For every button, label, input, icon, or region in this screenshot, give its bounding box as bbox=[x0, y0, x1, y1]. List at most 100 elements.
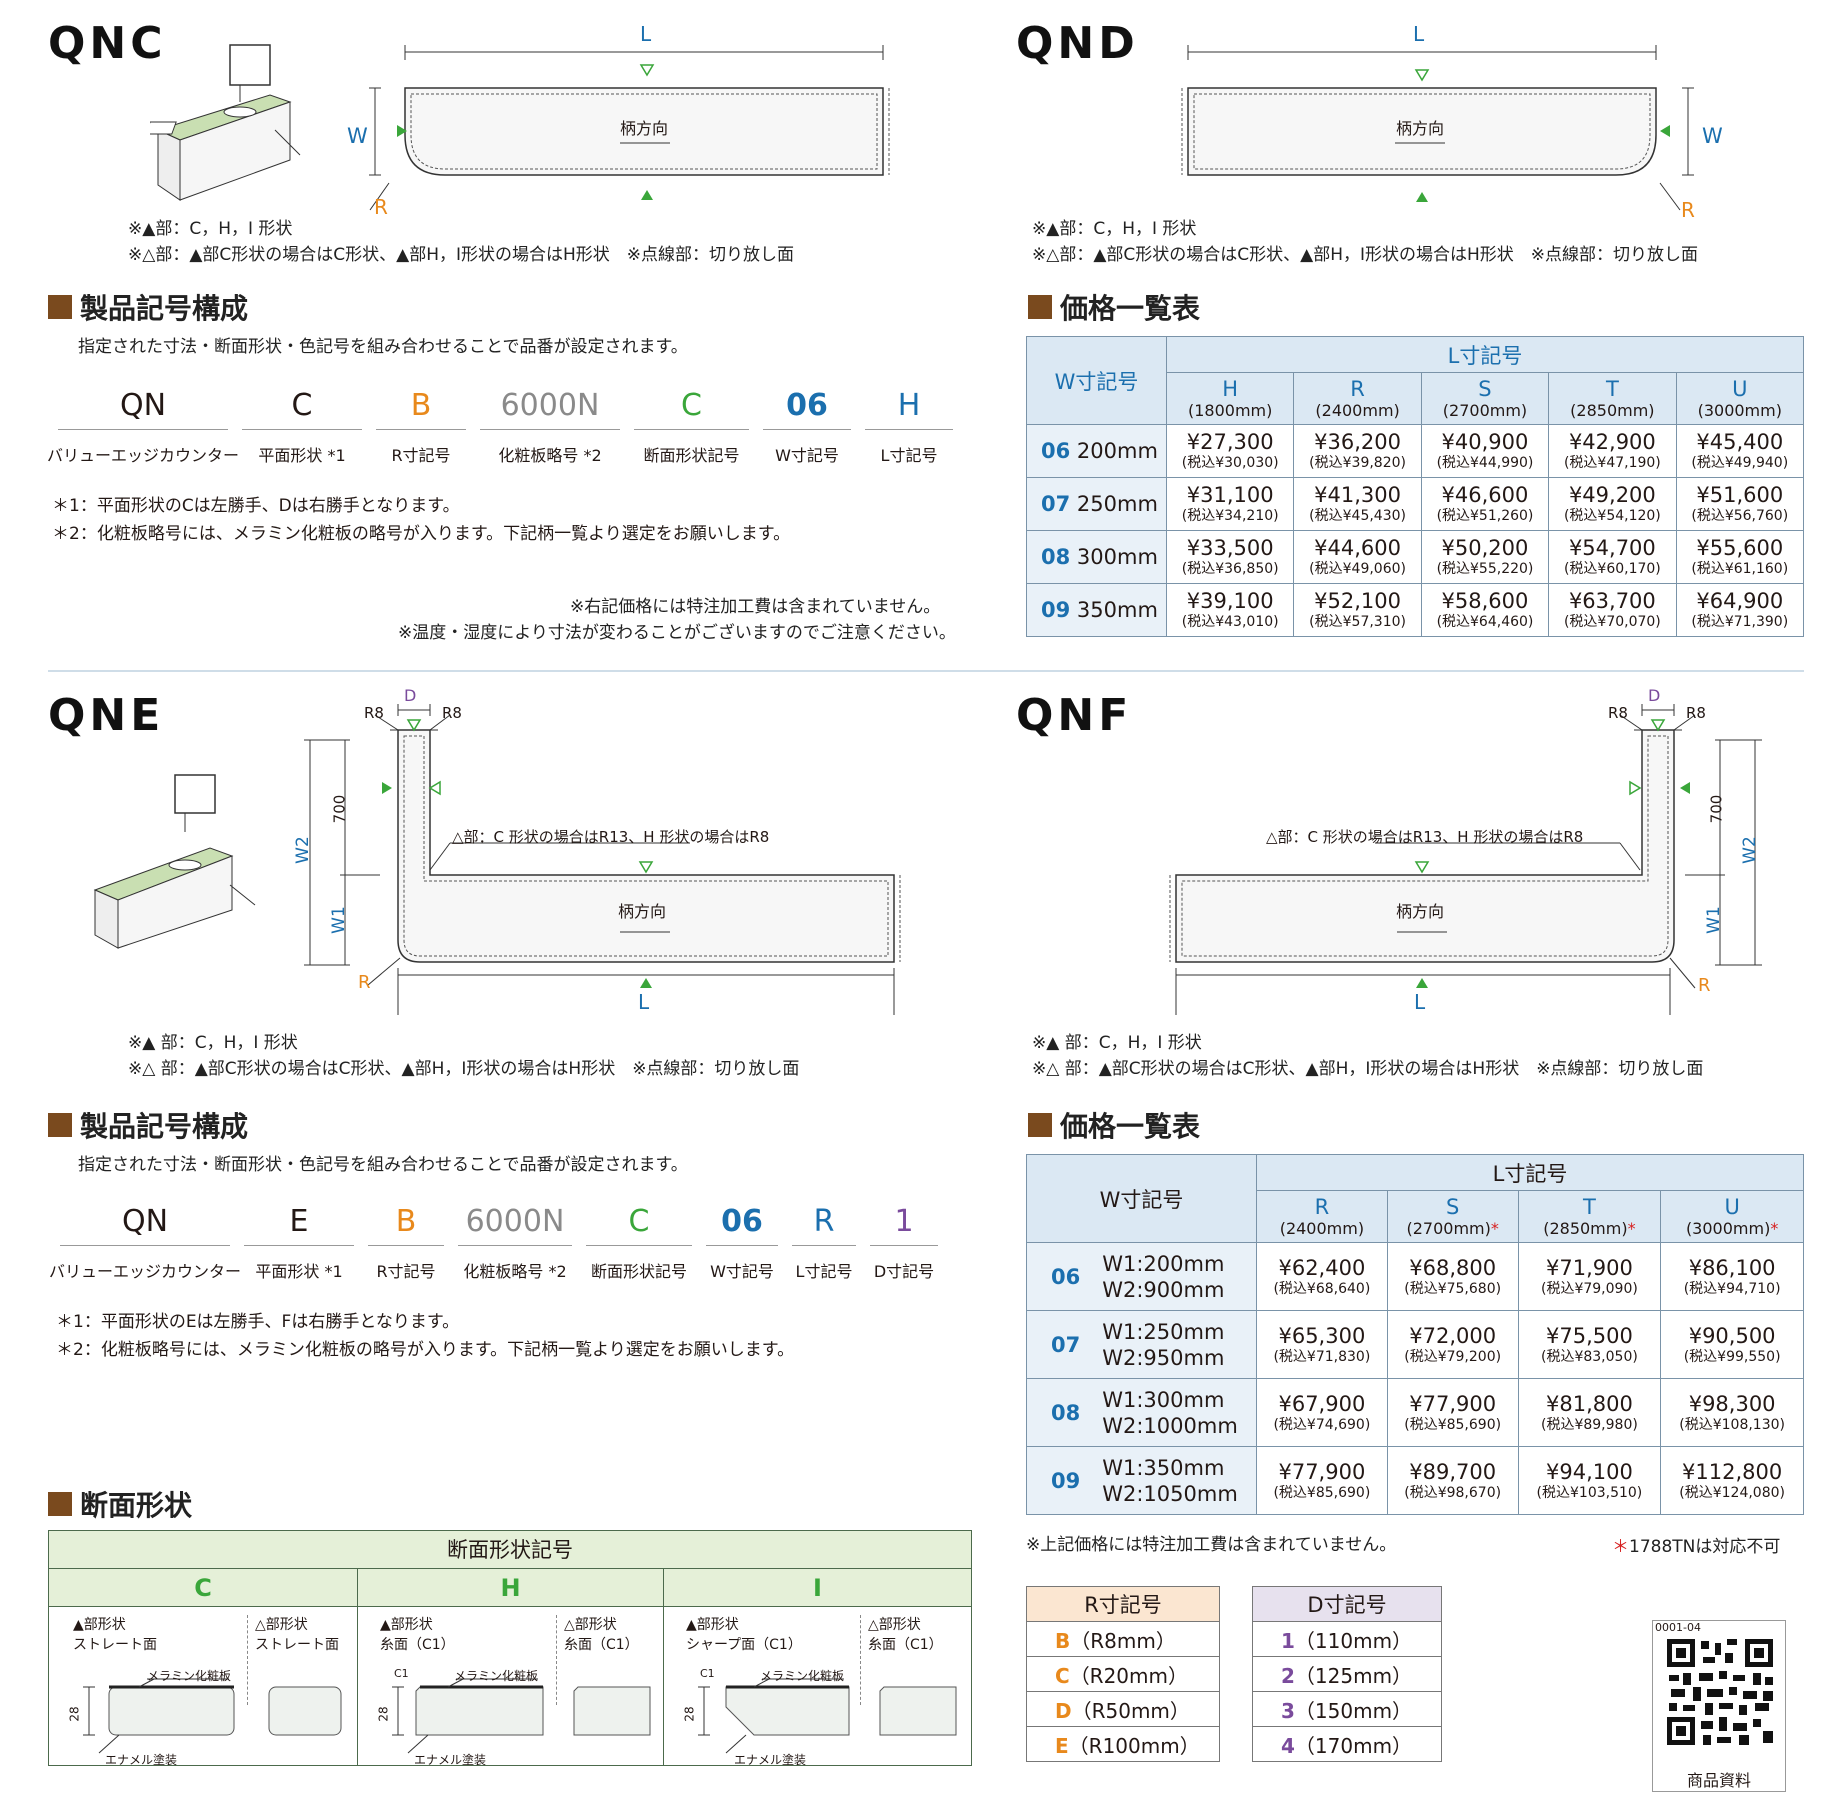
legend-item: B（R8mm） bbox=[1026, 1621, 1220, 1657]
legend-item: E（R100mm） bbox=[1026, 1726, 1220, 1762]
qnf-r8-right: R8 bbox=[1686, 704, 1706, 722]
cross-col-c: C bbox=[49, 1569, 358, 1606]
legend-item: C（R20mm） bbox=[1026, 1656, 1220, 1692]
qne-dim-d: D bbox=[404, 686, 417, 705]
qnd-dim-r: R bbox=[1681, 198, 1695, 222]
col-header: U(3000mm)* bbox=[1660, 1190, 1804, 1243]
qr-code-icon bbox=[1665, 1637, 1775, 1747]
qnc-grain-label: 柄方向 bbox=[620, 119, 669, 138]
col-header: T(2850mm)* bbox=[1517, 1190, 1662, 1243]
w-header: W寸記号 bbox=[1026, 1154, 1257, 1243]
section2-asterisk-2: ＊2：化粧板略号には、メラミン化粧板の略号が入ります。下記柄一覧より選定をお願い… bbox=[56, 1340, 795, 1360]
qne-note-2: ※△ 部：▲部C形状の場合はC形状、▲部H，I形状の場合はH形状 ※点線部：切り… bbox=[128, 1059, 800, 1079]
qne-note-1: ※▲ 部：C，H，I 形状 bbox=[128, 1033, 298, 1053]
qne-dim-r: R bbox=[358, 972, 371, 993]
cross-section-table: 断面形状記号 C H I ▲部形状ストレート面 △部形状ストレート面 メラミン化… bbox=[48, 1530, 972, 1767]
qne-grain-label: 柄方向 bbox=[618, 902, 667, 921]
qnf-dim-r: R bbox=[1698, 975, 1711, 996]
price2-title: 価格一覧表 bbox=[1028, 1105, 1200, 1145]
col-header: R(2400mm) bbox=[1293, 372, 1422, 425]
qnd-dim-l: L bbox=[1413, 22, 1425, 46]
qnf-dim-w2: W2 bbox=[1739, 836, 1760, 864]
qne-dim-l: L bbox=[638, 990, 650, 1014]
legend-item: 2（125mm） bbox=[1252, 1656, 1442, 1692]
section1-desc: 指定された寸法・断面形状・色記号を組み合わせることで品番が設定されます。 bbox=[78, 337, 688, 357]
qnd-note-1: ※▲部：C，H，I 形状 bbox=[1032, 219, 1197, 239]
cross-cell-h: ▲部形状糸面（C1） △部形状糸面（C1） C1 メラミン化粧板 エナメル塗装 … bbox=[358, 1607, 664, 1767]
qnd-plan-diagram bbox=[1181, 45, 1694, 211]
qne-model-title: QNE bbox=[48, 690, 165, 741]
qnc-dim-r: R bbox=[374, 195, 388, 219]
qr-code-label: 0001-04 bbox=[1655, 1621, 1701, 1634]
price2-note: ※上記価格には特注加工費は含まれていません。 bbox=[1026, 1535, 1397, 1555]
qnd-dim-w: W bbox=[1702, 124, 1723, 148]
l-header: L寸記号 bbox=[1256, 1154, 1804, 1191]
qnc-note-1: ※▲部：C，H，I 形状 bbox=[128, 219, 293, 239]
col-header: T(2850mm) bbox=[1548, 372, 1677, 425]
section2-desc: 指定された寸法・断面形状・色記号を組み合わせることで品番が設定されます。 bbox=[78, 1155, 688, 1175]
section1-title: 製品記号構成 bbox=[48, 287, 248, 327]
cross-col-i: I bbox=[813, 1574, 822, 1602]
qnc-note-2: ※△部：▲部C形状の場合はC形状、▲部H，I形状の場合はH形状 ※点線部：切り放… bbox=[128, 245, 795, 265]
qnf-note-1: ※▲ 部：C，H，I 形状 bbox=[1032, 1033, 1202, 1053]
table-row: 06 200mm ¥27,300(税込¥30,030) ¥36,200(税込¥3… bbox=[1026, 424, 1805, 478]
w-header: W寸記号 bbox=[1026, 336, 1167, 425]
d-legend: D寸記号 1（110mm） 2（125mm） 3（150mm） 4（170mm） bbox=[1252, 1586, 1442, 1762]
r-legend: R寸記号 B（R8mm） C（R20mm） D（R50mm） E（R100mm） bbox=[1026, 1586, 1220, 1762]
l-header: L寸記号 bbox=[1166, 336, 1804, 373]
qr-box[interactable]: 0001-04 商品資料 bbox=[1652, 1620, 1786, 1792]
qnd-model-title: QND bbox=[1016, 18, 1139, 69]
qnc-kitchen-illustration bbox=[150, 44, 301, 201]
section2-asterisk-1: ＊1：平面形状のEは左勝手、Fは右勝手となります。 bbox=[56, 1312, 460, 1332]
qnc-plan-diagram bbox=[369, 45, 890, 211]
price1-title: 価格一覧表 bbox=[1028, 287, 1200, 327]
cross-cell-c: ▲部形状ストレート面 △部形状ストレート面 メラミン化粧板 エナメル塗装 28 bbox=[49, 1607, 358, 1767]
price-note-2: ※温度・湿度により寸法が変わることがございますのでご注意ください。 bbox=[398, 623, 956, 643]
qnf-model-title: QNF bbox=[1016, 690, 1133, 741]
qne-r8-left: R8 bbox=[364, 704, 384, 722]
cross-cell-i: ▲部形状シャープ面（C1） △部形状糸面（C1） C1 メラミン化粧板 エナメル… bbox=[664, 1607, 971, 1767]
table-row: 08 300mm ¥33,500(税込¥36,850) ¥44,600(税込¥4… bbox=[1026, 530, 1805, 584]
qne-dim-w1: W1 bbox=[328, 906, 349, 934]
section1-asterisk-1: ＊1：平面形状のCは左勝手、Dは右勝手となります。 bbox=[52, 496, 460, 516]
qnf-plan-diagram bbox=[1169, 704, 1762, 1015]
qne-dim-w2: W2 bbox=[292, 836, 313, 864]
qnf-dim-w1: W1 bbox=[1703, 906, 1724, 934]
col-header: S(2700mm)* bbox=[1386, 1190, 1519, 1243]
cross-section-title: 断面形状 bbox=[48, 1484, 192, 1524]
qnf-r8-left: R8 bbox=[1608, 704, 1628, 722]
qnd-grain-label: 柄方向 bbox=[1396, 119, 1445, 138]
qnf-inner-note: △部：C 形状の場合はR13、H 形状の場合はR8 bbox=[1266, 828, 1584, 846]
qne-dim-700: 700 bbox=[330, 794, 349, 824]
qnf-dim-l: L bbox=[1414, 990, 1426, 1014]
qnd-note-2: ※△部：▲部C形状の場合はC形状、▲部H，I形状の場合はH形状 ※点線部：切り放… bbox=[1032, 245, 1699, 265]
qne-kitchen-illustration bbox=[93, 774, 256, 949]
table-row: 09 350mm ¥39,100(税込¥43,010) ¥52,100(税込¥5… bbox=[1026, 583, 1805, 637]
qne-plan-diagram bbox=[304, 704, 901, 1015]
qnf-note-2: ※△ 部：▲部C形状の場合はC形状、▲部H，I形状の場合はH形状 ※点線部：切り… bbox=[1032, 1059, 1704, 1079]
col-header: H(1800mm) bbox=[1165, 372, 1295, 425]
qnf-grain-label: 柄方向 bbox=[1396, 902, 1445, 921]
section1-asterisk-2: ＊2：化粧板略号には、メラミン化粧板の略号が入ります。下記柄一覧より選定をお願い… bbox=[52, 524, 791, 544]
section2-title: 製品記号構成 bbox=[48, 1105, 248, 1145]
qnc-model-title: QNC bbox=[48, 18, 167, 69]
qnf-dim-700: 700 bbox=[1707, 794, 1726, 824]
price-table-1: W寸記号 L寸記号 H(1800mm) R(2400mm) S(2700mm) … bbox=[1026, 336, 1805, 637]
